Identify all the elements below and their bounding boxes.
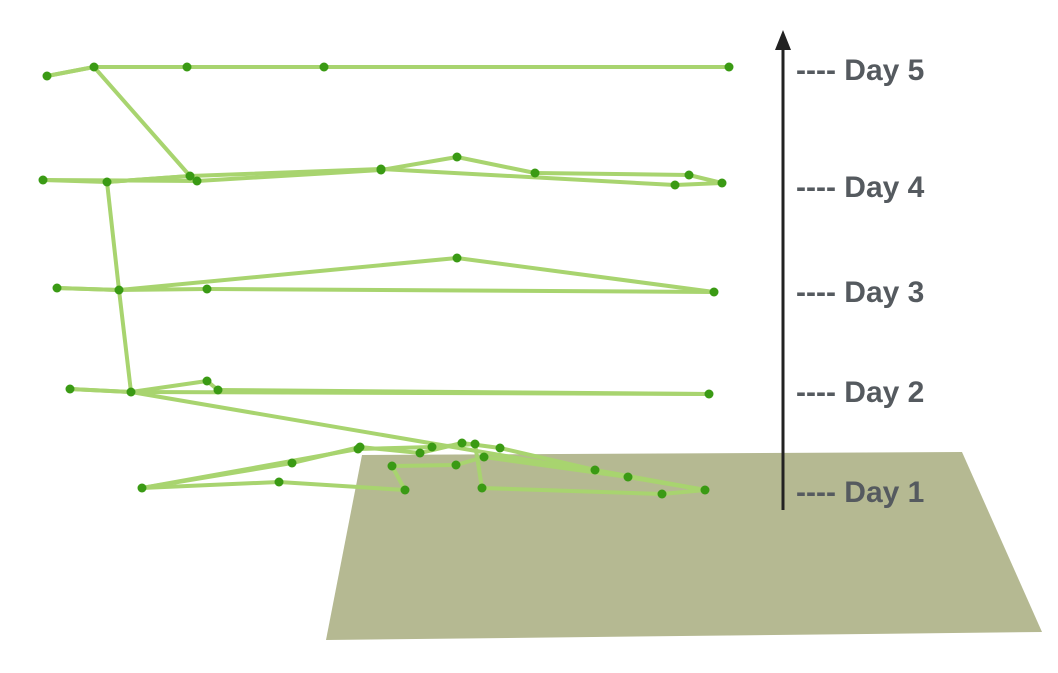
day-3-label: ---- Day 3 xyxy=(796,276,924,309)
track-point xyxy=(623,472,633,482)
track-segment xyxy=(455,155,537,175)
track-segment xyxy=(129,390,711,396)
track-segment xyxy=(68,387,133,394)
day-5-label: ---- Day 5 xyxy=(796,54,924,87)
track-segment xyxy=(390,464,407,492)
track-point xyxy=(479,452,489,462)
track-point xyxy=(400,485,410,495)
track-segment xyxy=(390,463,458,468)
track-segment xyxy=(673,181,724,187)
track-segment xyxy=(498,446,597,472)
track-point xyxy=(684,170,694,180)
track-segment xyxy=(105,180,121,292)
track-segment xyxy=(533,171,691,177)
track-point xyxy=(457,438,467,448)
track-segment xyxy=(117,287,209,292)
track-point xyxy=(530,168,540,178)
track-point xyxy=(114,285,124,295)
track-point xyxy=(287,458,297,468)
track-point xyxy=(319,62,329,72)
track-segment xyxy=(188,167,383,178)
track-point xyxy=(185,171,195,181)
track-point xyxy=(274,477,284,487)
track-segment xyxy=(55,286,121,292)
track-point xyxy=(717,178,727,188)
track-segment xyxy=(140,480,281,490)
track-point xyxy=(192,176,202,186)
track-point xyxy=(427,442,437,452)
track-point xyxy=(126,387,136,397)
track-point xyxy=(415,448,425,458)
track-segment xyxy=(117,288,133,394)
track-point xyxy=(42,71,52,81)
track-segment xyxy=(205,287,716,294)
day-4-label: ---- Day 4 xyxy=(796,171,925,204)
track-point xyxy=(353,444,363,454)
track-point xyxy=(182,62,192,72)
track-segment xyxy=(105,174,192,184)
track-point xyxy=(387,461,397,471)
track-point xyxy=(202,284,212,294)
time-axis-arrowhead xyxy=(775,30,791,50)
track-segment xyxy=(45,65,96,78)
track-point xyxy=(38,175,48,185)
track-segment xyxy=(454,455,486,467)
track-point xyxy=(657,489,667,499)
track-point xyxy=(52,283,62,293)
track-point xyxy=(376,164,386,174)
track-point xyxy=(102,177,112,187)
track-point xyxy=(452,253,462,263)
track-point xyxy=(451,460,461,470)
track-point xyxy=(213,385,223,395)
track-point xyxy=(452,152,462,162)
track-point xyxy=(704,389,714,399)
track-segment xyxy=(117,256,459,292)
track-point xyxy=(470,439,480,449)
trajectory-tracks xyxy=(41,65,731,496)
track-segment xyxy=(140,447,360,490)
day-2-label: ---- Day 2 xyxy=(796,376,924,409)
track-segment xyxy=(480,486,664,496)
track-segment xyxy=(356,445,434,451)
track-segment xyxy=(92,65,192,178)
track-point xyxy=(590,465,600,475)
track-point xyxy=(709,287,719,297)
trajectory-points xyxy=(38,62,734,499)
track-segment xyxy=(455,256,716,294)
track-point xyxy=(89,62,99,72)
track-point xyxy=(202,376,212,386)
ground-plane xyxy=(326,452,1042,640)
track-point xyxy=(700,485,710,495)
day-1-label: ---- Day 1 xyxy=(796,476,924,509)
track-point xyxy=(724,62,734,72)
track-segment xyxy=(277,480,407,492)
track-point xyxy=(65,384,75,394)
track-segment xyxy=(379,167,677,187)
track-point xyxy=(137,483,147,493)
track-point xyxy=(477,483,487,493)
track-point xyxy=(495,443,505,453)
track-point xyxy=(670,180,680,190)
track-segment xyxy=(129,390,707,492)
